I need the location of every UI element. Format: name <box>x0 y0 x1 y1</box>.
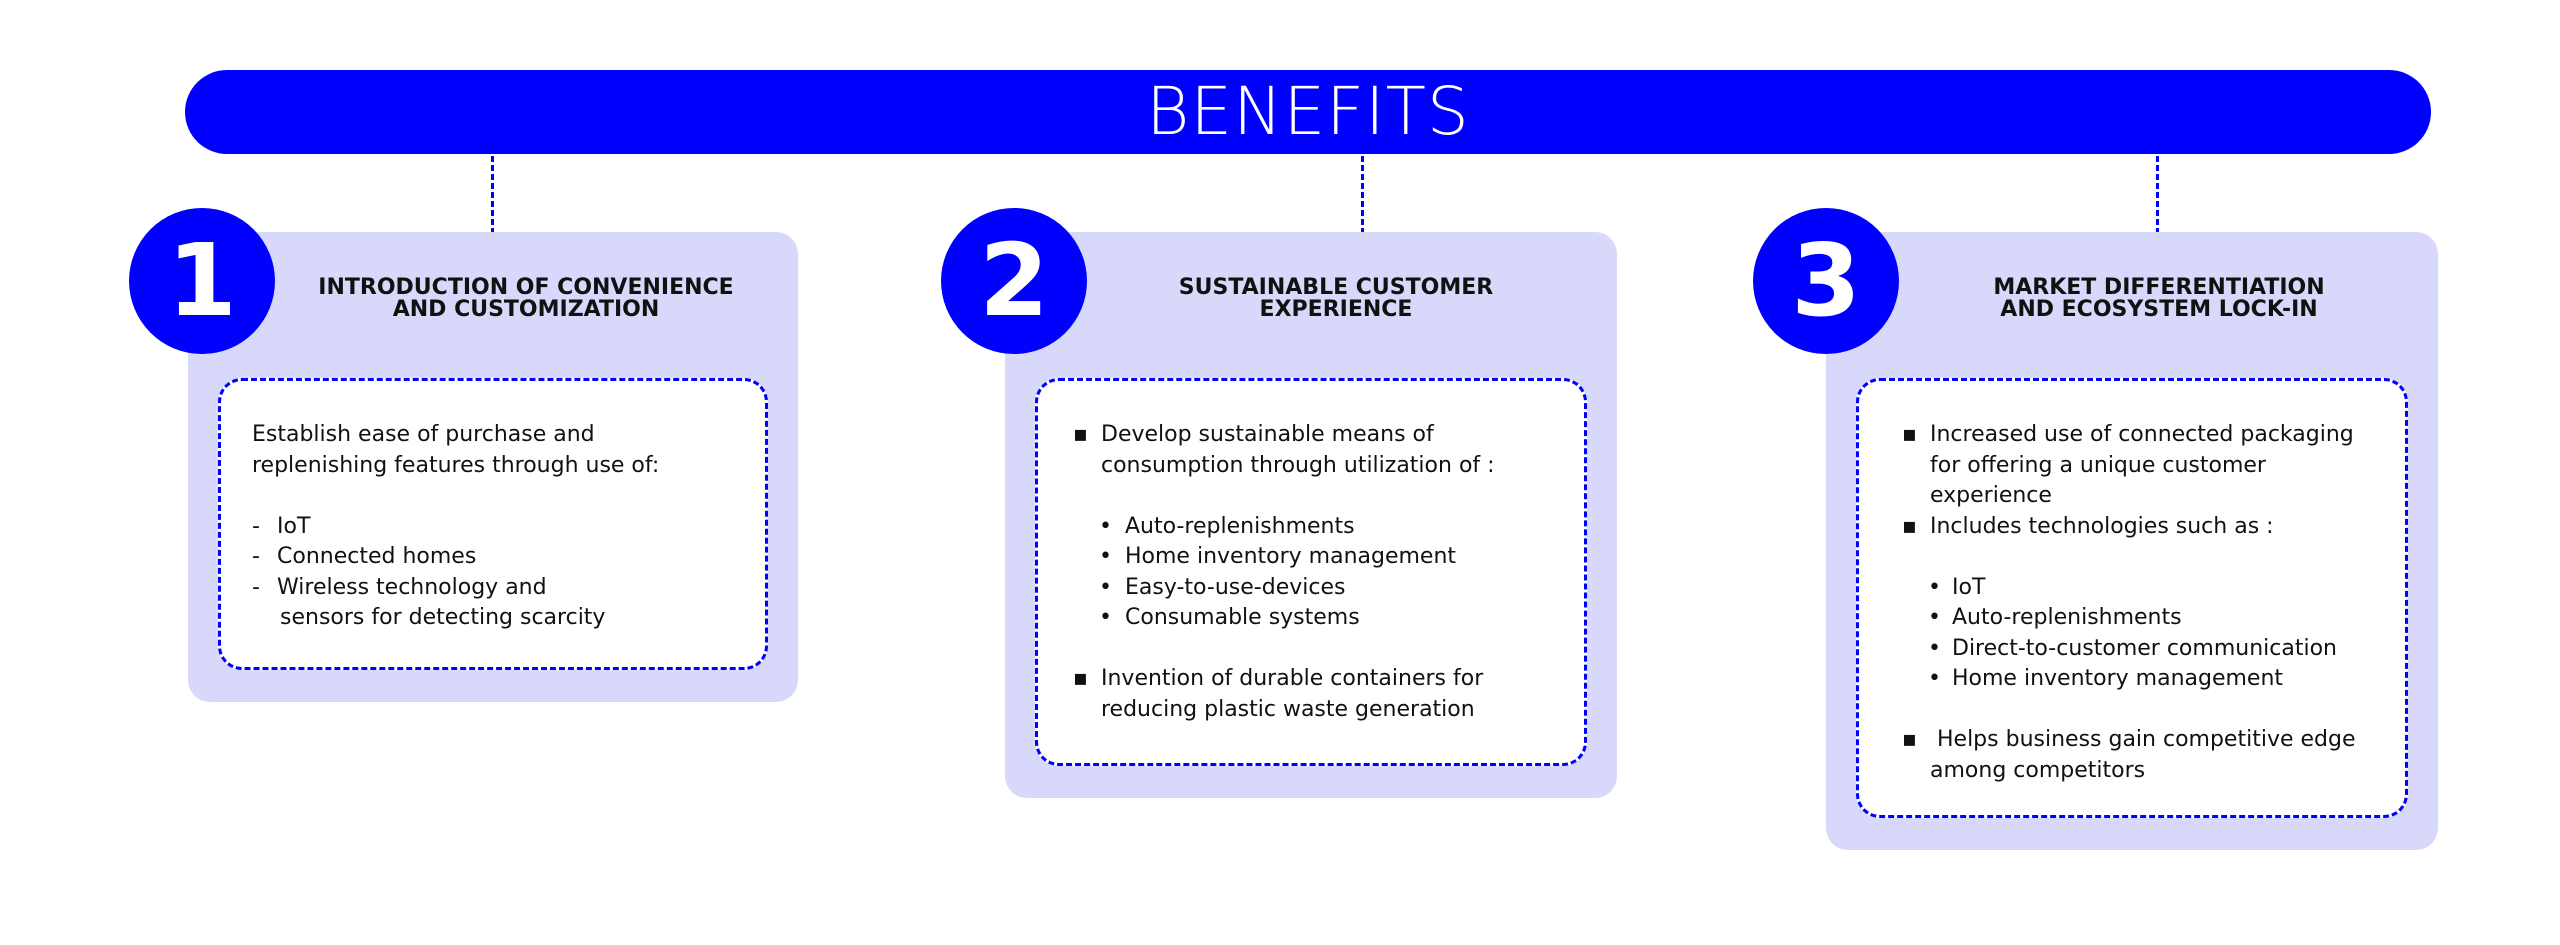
list-item-continuation: sensors for detecting scarcity <box>252 603 752 634</box>
sub-list-item-text: Home inventory management <box>1952 666 2284 691</box>
list-item-continuation: consumption through utilization of : <box>1073 451 1578 482</box>
benefits-banner: BENEFITS <box>185 70 2431 154</box>
dot-bullet: • <box>1928 574 1941 600</box>
list-item: ▪ Increased use of connected packaging <box>1902 420 2402 451</box>
connector-1 <box>491 156 494 234</box>
card-3-title-line: MARKET DIFFERENTIATION <box>1993 275 2325 300</box>
connector-2 <box>1361 156 1364 234</box>
card-2-content-box <box>1035 378 1587 766</box>
list-item: - Connected homes <box>252 542 752 573</box>
sub-list-item: • Home inventory management <box>1902 664 2402 695</box>
number-badge-1: 1 <box>129 208 275 354</box>
card-1-content-box <box>218 378 768 670</box>
sub-list-item-text: Home inventory management <box>1125 544 1457 569</box>
sub-list-item-text: IoT <box>1952 574 1986 600</box>
card-3-title: MARKET DIFFERENTIATION AND ECOSYSTEM LOC… <box>1979 277 2339 321</box>
dot-bullet: • <box>1928 635 1941 661</box>
card-2-body: ▪ Develop sustainable means of consumpti… <box>1073 420 1578 725</box>
dot-bullet: • <box>1099 513 1112 539</box>
card-1-body: Establish ease of purchase and replenish… <box>252 420 752 634</box>
list-item: - IoT <box>252 512 752 543</box>
card-2-title-line: EXPERIENCE <box>1259 297 1413 322</box>
number-badge-3: 3 <box>1753 208 1899 354</box>
dot-bullet: • <box>1928 605 1941 630</box>
dash-marker: - <box>252 574 260 600</box>
sub-list-item-text: Consumable systems <box>1125 605 1360 630</box>
list-item-text: Includes technologies such as : <box>1930 513 2274 539</box>
square-bullet: ▪ <box>1902 727 1917 752</box>
dot-bullet: • <box>1099 544 1112 569</box>
sub-list-item: • Auto-replenishments <box>1073 512 1578 543</box>
list-item: ▪ Helps business gain competitive edge <box>1902 725 2402 756</box>
card-1-intro-line: replenishing features through use of: <box>252 452 660 478</box>
card-1-intro-line: Establish ease of purchase and <box>252 422 595 447</box>
card-1-title-line: INTRODUCTION OF CONVENIENCE <box>318 275 734 300</box>
number-badge-2: 2 <box>941 208 1087 354</box>
sub-list-item: • Home inventory management <box>1073 542 1578 573</box>
dash-marker: - <box>252 544 260 569</box>
list-item-continuation: experience <box>1902 481 2402 512</box>
card-3-title-line: AND ECOSYSTEM LOCK-IN <box>2000 297 2318 322</box>
list-item: ▪ Includes technologies such as : <box>1902 512 2402 543</box>
list-item-text: IoT <box>277 513 311 539</box>
square-bullet: ▪ <box>1902 513 1917 539</box>
list-item-continuation: among competitors <box>1902 756 2402 787</box>
list-item-text: reducing plastic waste generation <box>1101 696 1475 722</box>
dash-marker: - <box>252 513 260 539</box>
dot-bullet: • <box>1099 605 1112 630</box>
sub-list-item-text: Auto-replenishments <box>1125 513 1355 539</box>
list-item-text: Connected homes <box>277 544 477 569</box>
list-item-text: Wireless technology and <box>277 574 547 600</box>
list-item-continuation: for offering a unique customer <box>1902 451 2402 482</box>
list-item-text: for offering a unique customer <box>1930 452 2266 478</box>
list-item-text: experience <box>1930 483 2052 508</box>
sub-list-item: • Auto-replenishments <box>1902 603 2402 634</box>
dot-bullet: • <box>1099 574 1112 600</box>
dot-bullet: • <box>1928 666 1941 691</box>
card-2-title: SUSTAINABLE CUSTOMER EXPERIENCE <box>1166 277 1506 321</box>
square-bullet: ▪ <box>1073 666 1088 691</box>
list-item: - Wireless technology and <box>252 573 752 604</box>
list-item-text: Develop sustainable means of <box>1101 422 1434 447</box>
list-item-text: Helps business gain competitive edge <box>1930 727 2356 752</box>
sub-list-item: • Direct-to-customer communication <box>1902 634 2402 665</box>
sub-list-item: • IoT <box>1902 573 2402 604</box>
card-3-content-box <box>1856 378 2408 818</box>
banner-title: BENEFITS <box>1146 73 1470 150</box>
sub-list-item-text: Auto-replenishments <box>1952 605 2182 630</box>
list-item-text: Invention of durable containers for <box>1101 666 1484 691</box>
square-bullet: ▪ <box>1902 422 1917 447</box>
card-1-title-line: AND CUSTOMIZATION <box>392 297 660 322</box>
list-item-text: among competitors <box>1930 757 2146 783</box>
list-item-text: consumption through utilization of : <box>1101 452 1495 478</box>
list-item-continuation: reducing plastic waste generation <box>1073 695 1578 726</box>
square-bullet: ▪ <box>1073 422 1088 447</box>
list-item: ▪ Invention of durable containers for <box>1073 664 1578 695</box>
card-3-body: ▪ Increased use of connected packaging f… <box>1902 420 2402 786</box>
sub-list-item: • Consumable systems <box>1073 603 1578 634</box>
list-item-text: sensors for detecting scarcity <box>280 605 606 630</box>
connector-3 <box>2156 156 2159 234</box>
card-2-title-line: SUSTAINABLE CUSTOMER <box>1178 275 1494 300</box>
sub-list-item-text: Direct-to-customer communication <box>1952 635 2337 661</box>
sub-list-item: • Easy-to-use-devices <box>1073 573 1578 604</box>
list-item-text: Increased use of connected packaging <box>1930 422 2354 447</box>
list-item: ▪ Develop sustainable means of <box>1073 420 1578 451</box>
sub-list-item-text: Easy-to-use-devices <box>1125 574 1346 600</box>
card-1-title: INTRODUCTION OF CONVENIENCE AND CUSTOMIZ… <box>300 277 752 321</box>
